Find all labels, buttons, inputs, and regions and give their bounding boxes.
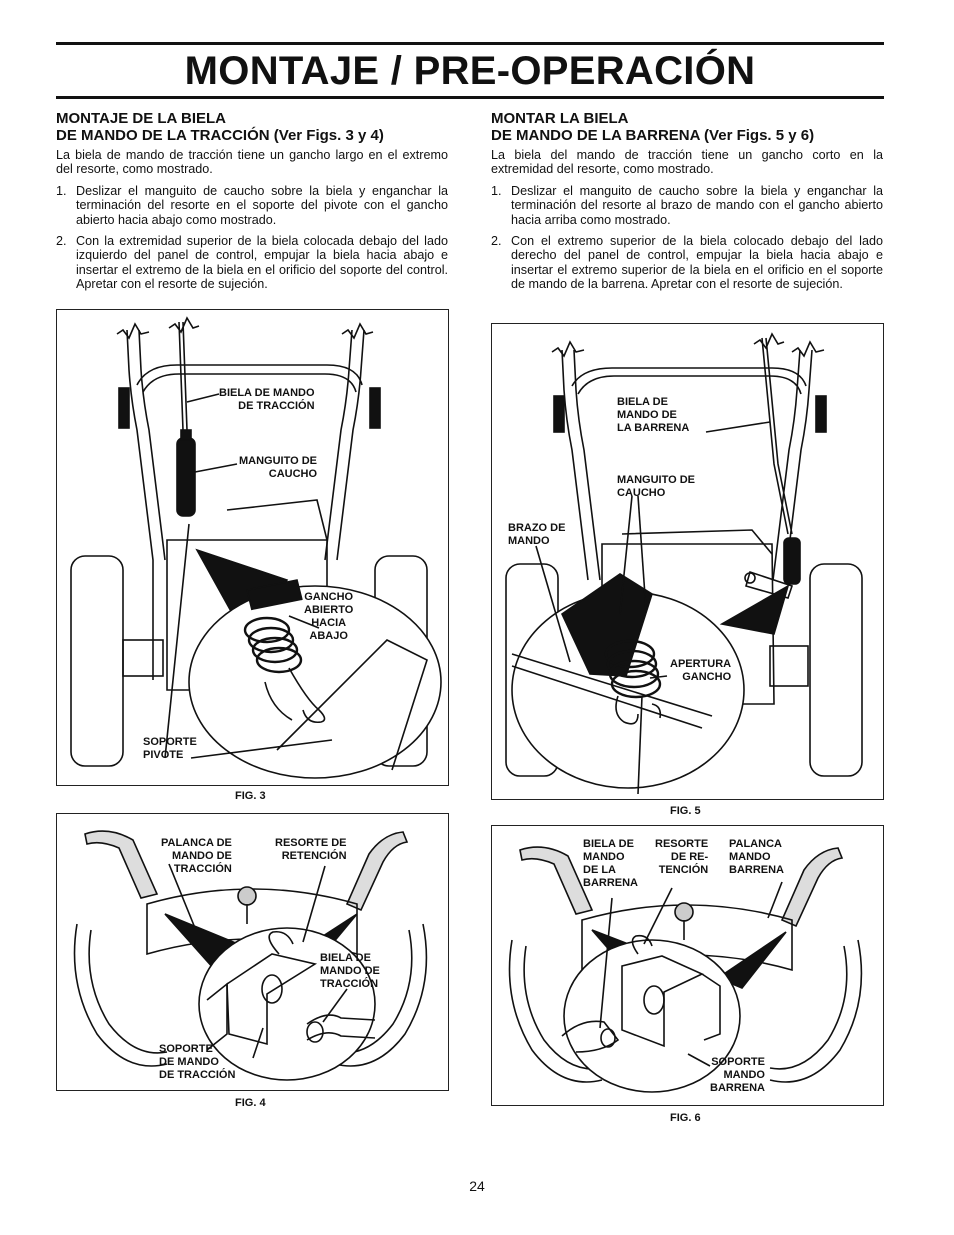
right-heading-line2: DE MANDO DE LA BARRENA (Ver Figs. 5 y 6) bbox=[491, 127, 815, 144]
figure-4: PALANCA DE MANDO DE TRACCIÓN RESORTE DE … bbox=[56, 813, 449, 1091]
step-text: Deslizar el manguito de caucho sobre la … bbox=[511, 183, 883, 227]
title-rule-bottom bbox=[56, 96, 884, 99]
figure-4-illustration bbox=[73, 830, 428, 1081]
step-text: Deslizar el manguito de caucho sobre la … bbox=[76, 183, 448, 227]
label-rubber-sleeve: MANGUITO DE CAUCHO bbox=[239, 455, 318, 480]
left-heading-line2: DE MANDO DE LA TRACCIÓN (Ver Figs. 3 y 4… bbox=[56, 127, 384, 144]
left-section-heading: MONTAJE DE LA BIELA DE MANDO DE LA TRACC… bbox=[56, 110, 448, 144]
figure-4-caption: FIG. 4 bbox=[235, 1097, 266, 1109]
step-number: 1. bbox=[56, 183, 67, 198]
label-pivot-bracket: SOPORTE PIVOTE bbox=[143, 736, 197, 761]
figure-6-caption: FIG. 6 bbox=[670, 1112, 701, 1124]
label-retaining-spring: RESORTE DE RE- TENCIÓN bbox=[655, 838, 709, 876]
label-auger-rod: BIELA DE MANDO DE LA BARRENA bbox=[617, 396, 690, 434]
right-steps: 1. Deslizar el manguito de caucho sobre l… bbox=[491, 184, 883, 292]
label-hook-opening: APERTURA GANCHO bbox=[670, 658, 732, 683]
right-step: 1. Deslizar el manguito de caucho sobre l… bbox=[491, 184, 883, 227]
right-column: MONTAR LA BIELA DE MANDO DE LA BARRENA (… bbox=[491, 110, 883, 299]
label-auger-bracket: SOPORTE MANDO BARRENA bbox=[710, 1056, 765, 1094]
label-traction-bracket: SOPORTE DE MANDO DE TRACCIÓN bbox=[159, 1043, 236, 1081]
figure-6-illustration bbox=[508, 846, 863, 1093]
figure-5: BIELA DE MANDO DE LA BARRENA MANGUITO DE… bbox=[491, 323, 884, 800]
label-control-arm: BRAZO DE MANDO bbox=[508, 522, 566, 547]
left-step: 2. Con la extremidad superior de la biela… bbox=[56, 234, 448, 292]
label-traction-rod: BIELA DE MANDO DE TRACCIÓN bbox=[320, 952, 380, 990]
label-traction-rod: BIELA DE MANDO DE TRACCIÓN bbox=[219, 387, 315, 412]
step-text: Con la extremidad superior de la biela c… bbox=[76, 234, 448, 292]
figure-6: BIELA DE MANDO DE LA BARRENA RESORTE DE … bbox=[491, 825, 884, 1106]
label-retaining-spring: RESORTE DE RETENCIÓN bbox=[275, 837, 347, 862]
page-title: MONTAJE / PRE-OPERACIÓN bbox=[184, 49, 756, 93]
label-auger-lever: PALANCA MANDO BARRENA bbox=[729, 838, 784, 876]
left-column: MONTAJE DE LA BIELA DE MANDO DE LA TRACC… bbox=[56, 110, 448, 299]
right-heading-line1: MONTAR LA BIELA bbox=[491, 110, 629, 127]
figure-5-illustration bbox=[505, 332, 863, 795]
label-rubber-sleeve: MANGUITO DE CAUCHO bbox=[617, 474, 696, 499]
left-heading-line1: MONTAJE DE LA BIELA bbox=[56, 110, 227, 127]
figure-3: BIELA DE MANDO DE TRACCIÓN MANGUITO DE C… bbox=[56, 309, 449, 786]
label-hook-down: GANCHO ABIERTO HACIA ABAJO bbox=[304, 591, 354, 642]
page-number: 24 bbox=[469, 1178, 485, 1194]
left-steps: 1. Deslizar el manguito de caucho sobre l… bbox=[56, 184, 448, 292]
step-number: 2. bbox=[491, 234, 502, 249]
right-section-heading: MONTAR LA BIELA DE MANDO DE LA BARRENA (… bbox=[491, 110, 883, 144]
left-intro: La biela de mando de tracción tiene un g… bbox=[56, 148, 448, 177]
figure-3-caption: FIG. 3 bbox=[235, 790, 266, 802]
step-number: 1. bbox=[491, 183, 502, 198]
left-step: 1. Deslizar el manguito de caucho sobre l… bbox=[56, 184, 448, 227]
right-step: 2. Con el extremo superior de la biela co… bbox=[491, 234, 883, 292]
step-text: Con el extremo superior de la biela colo… bbox=[511, 234, 883, 292]
right-intro: La biela del mando de tracción tiene un … bbox=[491, 148, 883, 177]
figure-3-illustration bbox=[70, 316, 442, 779]
label-auger-rod: BIELA DE MANDO DE LA BARRENA bbox=[583, 838, 638, 889]
title-rule-top bbox=[56, 42, 884, 45]
label-traction-lever: PALANCA DE MANDO DE TRACCIÓN bbox=[161, 837, 232, 875]
step-number: 2. bbox=[56, 234, 67, 249]
figure-5-caption: FIG. 5 bbox=[670, 805, 701, 817]
